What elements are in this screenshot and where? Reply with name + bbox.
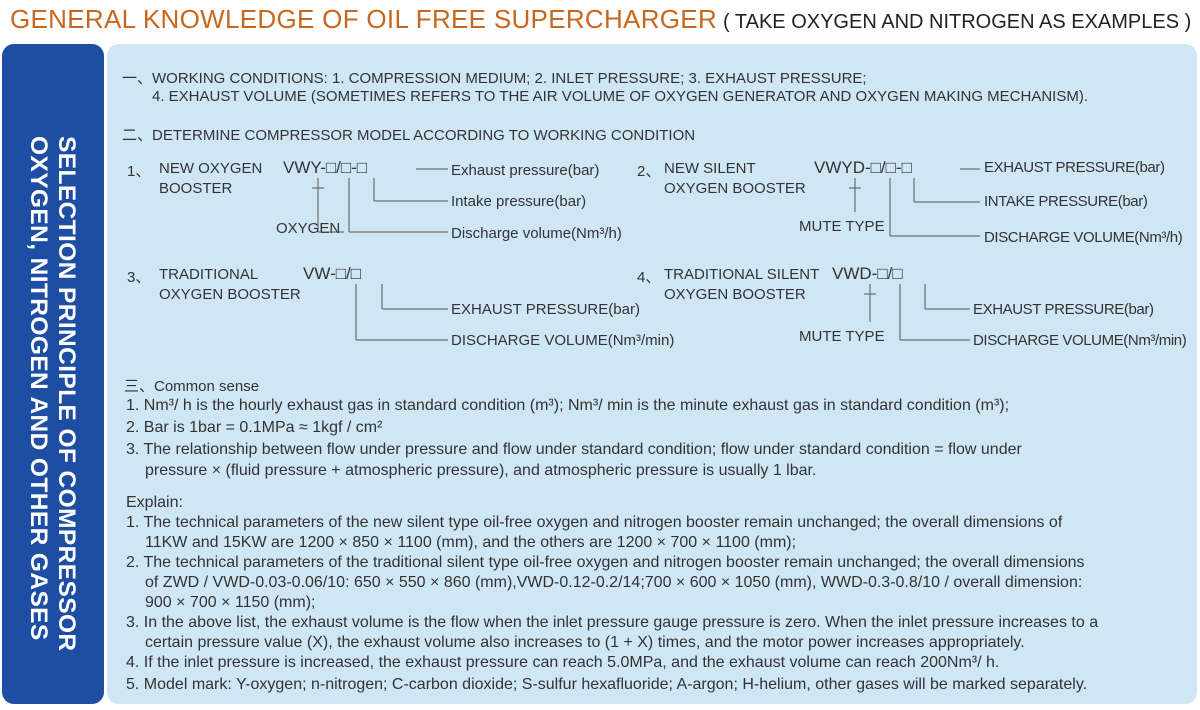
model-section-heading: 二、DETERMINE COMPRESSOR MODEL ACCORDING T…	[122, 127, 696, 144]
model4-code: VWD-□/□	[832, 264, 903, 283]
explain-line-3: 2. The technical parameters of the tradi…	[126, 554, 1085, 571]
title-main: GENERAL KNOWLEDGE OF OIL FREE SUPERCHARG…	[10, 4, 718, 34]
common-sense-item-1: 1. Nm³/ h is the hourly exhaust gas in s…	[126, 397, 1010, 414]
model1-label-exhaust: Exhaust pressure(bar)	[451, 162, 600, 179]
model3-label-discharge: DISCHARGE VOLUME(Nm³/min)	[451, 332, 675, 349]
model4-mark: MUTE TYPE	[799, 328, 885, 345]
model4-name-line1: TRADITIONAL SILENT	[664, 266, 820, 283]
sidebar-vertical-title: SELECTION PRINCIPLE OF COMPRESSOR OXYGEN…	[24, 136, 80, 652]
working-conditions-line2: 4. EXHAUST VOLUME (SOMETIMES REFERS TO T…	[152, 88, 1088, 105]
model1-label-discharge: Discharge volume(Nm³/h)	[451, 225, 622, 242]
model1-mark: OXYGEN	[276, 220, 341, 237]
explain-line-6: 3. In the above list, the exhaust volume…	[126, 614, 1099, 631]
model2-number: 2、	[637, 163, 661, 180]
model4-number: 4、	[637, 269, 661, 286]
model4-label-discharge: DISCHARGE VOLUME(Nm³/min)	[973, 332, 1187, 349]
model1-label-intake: Intake pressure(bar)	[451, 193, 587, 210]
model1-number: 1、	[127, 163, 151, 180]
sidebar-banner: SELECTION PRINCIPLE OF COMPRESSOR OXYGEN…	[2, 44, 104, 704]
model1-code: VWY-□/□-□	[283, 158, 368, 177]
common-sense-item-2: 2. Bar is 1bar = 0.1MPa ≈ 1kgf / cm²	[126, 419, 383, 436]
model3-code: VW-□/□	[303, 264, 361, 283]
explain-heading: Explain:	[126, 494, 183, 511]
working-conditions-line1: 一、WORKING CONDITIONS: 1. COMPRESSION MED…	[122, 70, 867, 87]
explain-line-9: 5. Model mark: Y-oxygen; n-nitrogen; C-c…	[126, 676, 1088, 693]
model2-mark: MUTE TYPE	[799, 218, 885, 235]
explain-line-4: of ZWD / VWD-0.03-0.06/10: 650 × 550 × 8…	[145, 574, 1083, 591]
model2-label-discharge: DISCHARGE VOLUME(Nm³/h)	[984, 229, 1183, 246]
explain-line-5: 900 × 700 × 1150 (mm);	[145, 594, 316, 611]
model2-code: VWYD-□/□-□	[814, 158, 912, 177]
model1-name-line2: BOOSTER	[159, 180, 233, 197]
model2-name-line2: OXYGEN BOOSTER	[664, 180, 806, 197]
model2-name-line1: NEW SILENT	[664, 160, 756, 177]
model2-label-intake: INTAKE PRESSURE(bar)	[984, 193, 1148, 210]
model3-name-line1: TRADITIONAL	[159, 266, 259, 283]
common-sense-item-3-cont: pressure × (fluid pressure + atmospheric…	[145, 462, 817, 479]
sidebar-line-1: SELECTION PRINCIPLE OF COMPRESSOR	[53, 136, 80, 652]
model4-label-exhaust: EXHAUST PRESSURE(bar)	[973, 301, 1154, 318]
model3-number: 3、	[127, 269, 151, 286]
content-panel	[107, 44, 1197, 704]
model2-label-exhaust: EXHAUST PRESSURE(bar)	[984, 159, 1165, 176]
model4-name-line2: OXYGEN BOOSTER	[664, 286, 806, 303]
common-sense-heading: 三、Common sense	[124, 378, 260, 395]
explain-line-1: 1. The technical parameters of the new s…	[126, 514, 1063, 531]
explain-line-7: certain pressure value (X), the exhaust …	[145, 634, 1025, 651]
page-title: GENERAL KNOWLEDGE OF OIL FREE SUPERCHARG…	[10, 4, 1191, 35]
common-sense-item-3: 3. The relationship between flow under p…	[126, 441, 1022, 458]
explain-line-8: 4. If the inlet pressure is increased, t…	[126, 654, 1000, 671]
model1-name-line1: NEW OXYGEN	[159, 160, 263, 177]
model3-name-line2: OXYGEN BOOSTER	[159, 286, 301, 303]
explain-line-2: 11KW and 15KW are 1200 × 850 × 1100 (mm)…	[145, 534, 797, 551]
sidebar-line-2: OXYGEN, NITROGEN AND OTHER GASES	[25, 136, 52, 641]
model3-label-exhaust: EXHAUST PRESSURE(bar)	[451, 301, 640, 318]
title-subtitle: ( TAKE OXYGEN AND NITROGEN AS EXAMPLES )	[723, 11, 1192, 33]
